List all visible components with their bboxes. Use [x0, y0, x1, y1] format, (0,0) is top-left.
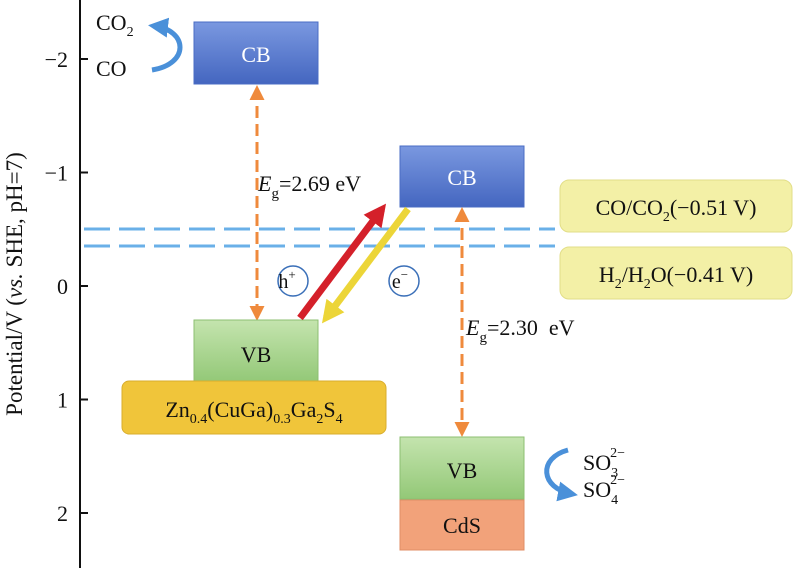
- left-eg-label: Eg=2.69 eV: [257, 171, 361, 202]
- svg-text:h+: h+: [278, 267, 295, 293]
- right-cb-band: CB: [399, 145, 525, 208]
- h2-redox-label: H2/H2O(−0.41 V): [559, 246, 793, 300]
- y-tick-label: 1: [57, 388, 68, 413]
- y-axis-ticks: −2 −1 0 1 2: [45, 47, 88, 526]
- co-product-label: CO: [96, 56, 127, 81]
- co2-redox-label: CO/CO2(−0.51 V): [559, 179, 793, 233]
- y-axis-label: Potential/V (vs. SHE, pH=7): [2, 152, 27, 416]
- electron-label: e−: [388, 265, 420, 297]
- right-vb-band: VB: [399, 436, 525, 500]
- left-vb-label: VB: [241, 342, 272, 367]
- y-tick-label: −1: [45, 161, 68, 186]
- svg-text:CO/CO2(−0.51 V): CO/CO2(−0.51 V): [596, 195, 757, 225]
- svg-text:Zn0.4(CuGa)0.3Ga2S4: Zn0.4(CuGa)0.3Ga2S4: [165, 397, 342, 427]
- y-tick-label: 0: [57, 274, 68, 299]
- svg-text:e−: e−: [392, 267, 408, 293]
- right-material-name-text: CdS: [443, 513, 481, 538]
- left-material-name: Zn0.4(CuGa)0.3Ga2S4: [121, 380, 387, 435]
- right-cb-label: CB: [447, 165, 476, 190]
- left-cb-band: CB: [193, 21, 319, 85]
- left-cb-label: CB: [241, 42, 270, 67]
- co2-reactant-label: CO2: [96, 10, 134, 40]
- y-tick-label: −2: [45, 47, 68, 72]
- so3-oxidation-curve-arrow: [544, 447, 578, 502]
- so4-product-label: SO42−: [583, 473, 625, 508]
- right-material-name: CdS: [399, 499, 525, 551]
- right-eg-label: Eg=2.30 eV: [465, 315, 575, 346]
- y-tick-label: 2: [57, 501, 68, 526]
- svg-text:H2/H2O(−0.41 V): H2/H2O(−0.41 V): [599, 262, 753, 292]
- electron-transfer-arrow: [321, 206, 411, 324]
- right-vb-label: VB: [447, 458, 478, 483]
- so3-reactant-label: SO32−: [583, 446, 625, 481]
- hole-transfer-arrow: [297, 203, 387, 321]
- co2-reduction-curve-arrow: [148, 17, 183, 73]
- left-vb-band: VB: [193, 319, 319, 383]
- hole-label: h+: [277, 265, 309, 297]
